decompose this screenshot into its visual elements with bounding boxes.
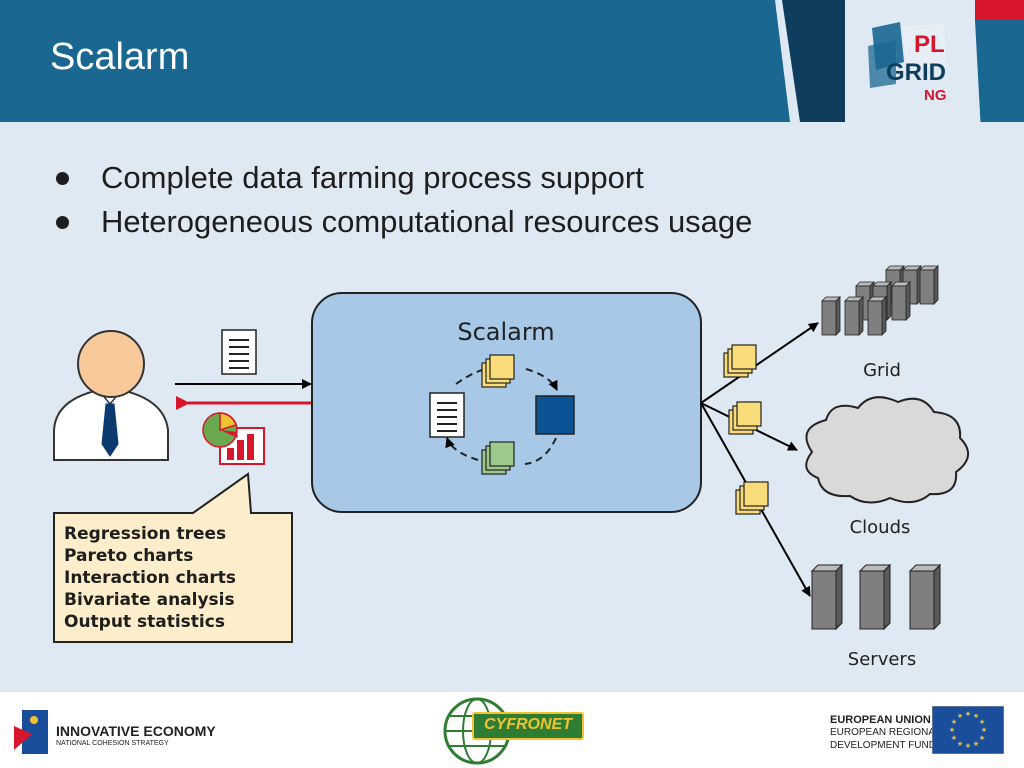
header-banner — [0, 0, 1024, 122]
svg-text:★: ★ — [965, 710, 971, 718]
results-chart-icon — [202, 412, 265, 465]
plgrid-logo-text-ng: NG — [924, 87, 947, 102]
eu-text-line2: EUROPEAN REGIONAL — [830, 727, 941, 738]
processing-cycle — [445, 365, 558, 465]
scalarm-box-label: Scalarm — [457, 318, 554, 346]
dispatch-arrow-grid — [700, 322, 819, 404]
svg-text:★: ★ — [979, 734, 985, 742]
cyfronet-badge — [472, 712, 584, 740]
svg-text:★: ★ — [979, 718, 985, 726]
footer: INNOVATIVE ECONOMY NATIONAL COHESION STR… — [0, 692, 1024, 768]
grid-cluster-icon — [821, 265, 939, 336]
servers-label: Servers — [848, 649, 916, 670]
eu-flag-icon: ★★★ ★★★ ★★★ ★★★ — [932, 706, 1004, 754]
plgrid-logo-text-grid: GRID — [886, 59, 946, 86]
bullet-text: Heterogeneous computational resources us… — [101, 204, 753, 239]
plgrid-logo-text-pl: PL — [914, 31, 945, 58]
innovative-economy-text: INNOVATIVE ECONOMY — [56, 723, 216, 739]
bullet-dot-icon — [56, 171, 69, 185]
svg-text:★: ★ — [957, 740, 963, 748]
svg-text:★: ★ — [951, 734, 957, 742]
request-document-icon — [221, 329, 257, 375]
server-tasks-icon — [735, 481, 769, 515]
experiment-document-icon — [429, 392, 465, 438]
eu-text-line1: EUROPEAN UNION — [830, 714, 931, 726]
eu-text-line3: DEVELOPMENT FUND — [830, 740, 936, 751]
plgrid-logo: PL GRID NG — [868, 22, 947, 102]
analysis-callout — [53, 472, 293, 643]
cloud-tasks-icon — [728, 401, 762, 435]
list-item: Pareto charts — [64, 546, 194, 566]
bullet-item: Heterogeneous computational resources us… — [52, 200, 752, 244]
grid-tasks-icon — [723, 344, 757, 378]
cloud-icon — [805, 396, 969, 504]
architecture-diagram: Scalarm Gri — [53, 265, 969, 670]
bullet-item: Complete data farming process support — [52, 156, 752, 200]
svg-text:★: ★ — [973, 712, 979, 720]
clouds-label: Clouds — [850, 517, 911, 538]
list-item: Output statistics — [64, 612, 225, 632]
bullet-list: Complete data farming process support He… — [52, 156, 752, 244]
innovative-economy-logo — [14, 706, 48, 754]
bullet-text: Complete data farming process support — [101, 160, 644, 195]
list-item: Interaction charts — [64, 568, 236, 588]
svg-text:★: ★ — [973, 740, 979, 748]
analysis-methods-list: Regression trees Pareto charts Interacti… — [64, 523, 236, 633]
slide-title: Scalarm — [50, 36, 190, 78]
list-item: Regression trees — [64, 524, 227, 544]
list-item: Bivariate analysis — [64, 590, 235, 610]
svg-text:★: ★ — [949, 726, 955, 734]
bullet-dot-icon — [56, 215, 69, 229]
svg-text:★: ★ — [981, 726, 987, 734]
svg-text:★: ★ — [951, 718, 957, 726]
completed-tasks-icon — [481, 441, 515, 475]
svg-text:★: ★ — [965, 742, 971, 750]
user-icon — [53, 330, 169, 461]
cohesion-strategy-text: NATIONAL COHESION STRATEGY — [56, 740, 169, 747]
grid-label: Grid — [863, 360, 901, 381]
processing-block-icon — [535, 395, 575, 435]
svg-text:★: ★ — [957, 712, 963, 720]
input-tasks-icon — [481, 354, 515, 388]
cyfronet-text: CYFRONET — [484, 716, 572, 733]
servers-icon — [811, 564, 941, 630]
